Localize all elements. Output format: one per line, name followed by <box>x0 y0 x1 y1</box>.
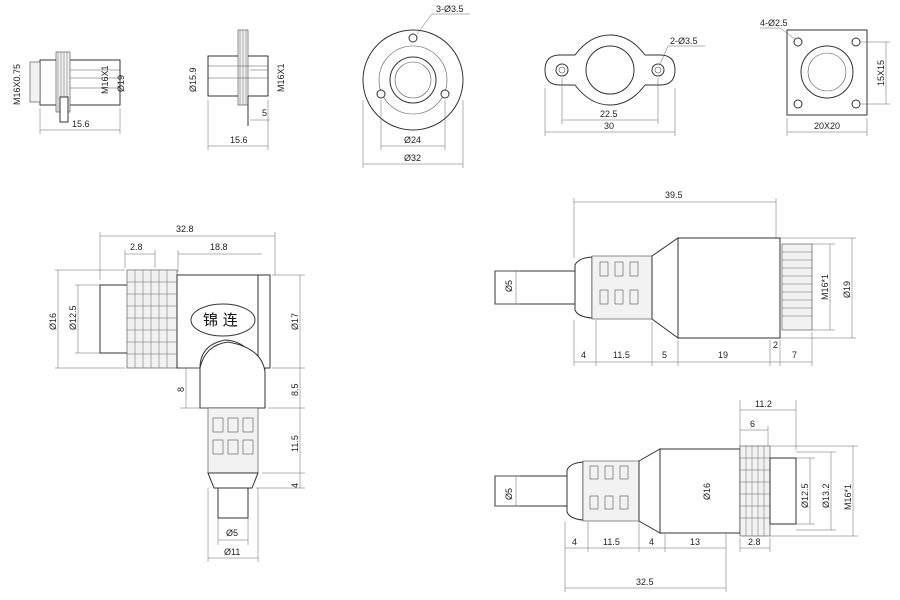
dim-12-5: Ø12.5 <box>800 483 810 508</box>
straight-plug-male-view: 39.5 Ø5 M16*1 Ø19 4 11.5 5 <box>494 190 856 366</box>
dim-seg-4: 13 <box>690 537 700 547</box>
dim-seg-1: 4 <box>572 537 577 547</box>
dim-8: 8 <box>176 387 186 392</box>
dim-total: 32.5 <box>636 577 654 587</box>
dim-length: 15.6 <box>230 135 248 145</box>
dim-body-dia: Ø17 <box>290 313 300 330</box>
dim-seg-5: 2.8 <box>748 537 761 547</box>
dim-4: 4 <box>290 483 300 488</box>
dim-thread: M16X1 <box>276 63 286 92</box>
dim-seg-5: 2 <box>773 340 778 350</box>
dim-body: 18.8 <box>210 242 228 252</box>
oval-flange-view: 2-Ø3.5 22.5 30 <box>544 34 705 136</box>
dim-nut-inner: 6 <box>750 419 755 429</box>
dim-thread: M16*1 <box>843 484 853 510</box>
panel-front-nut-view: 15.6 M16X0.75 M16X1 Ø19 <box>12 51 126 134</box>
dim-nut-length: 11.2 <box>755 399 772 409</box>
dim-seg-2: 11.5 <box>603 537 620 547</box>
round-flange-view: 3-Ø3.5 Ø24 Ø32 <box>362 4 470 168</box>
dim-size: 20X20 <box>814 121 840 131</box>
dim-pitch: 15X15 <box>876 60 886 86</box>
dim-thread-m16x1: M16X1 <box>100 65 110 94</box>
square-flange-view: 4-Ø2.5 15X15 20X20 <box>760 18 890 136</box>
brand-logo: 锦 连 <box>203 311 238 329</box>
dim-thread-m16x075: M16X0.75 <box>12 64 22 105</box>
dim-holes: 2-Ø3.5 <box>670 36 698 46</box>
dim-width: 30 <box>604 121 614 131</box>
dim-seg-6: 7 <box>792 350 797 360</box>
dim-pitch: 22.5 <box>600 109 618 119</box>
dim-cable-dia: Ø5 <box>504 280 514 292</box>
dim-11-5: 11.5 <box>290 435 300 452</box>
dim-cable-dia: Ø5 <box>226 528 238 538</box>
panel-rear-nut-view: 5 15.6 Ø15.9 M16X1 <box>188 29 286 150</box>
dim-pin: 5 <box>262 108 267 118</box>
dim-thread: M16*1 <box>820 274 830 300</box>
dim-8-5: 8.5 <box>290 383 300 396</box>
dim-13-2: Ø13.2 <box>821 483 831 508</box>
dim-seg-1: 4 <box>581 350 586 360</box>
straight-plug-female-view: 11.2 6 Ø5 Ø16 Ø12.5 Ø13.2 M16*1 <box>494 399 858 592</box>
dim-outer: Ø32 <box>404 153 421 163</box>
dim-holes: 3-Ø3.5 <box>436 4 464 14</box>
dim-holes: 4-Ø2.5 <box>760 18 788 28</box>
dim-inner-dia: Ø12.5 <box>68 305 78 330</box>
dim-pcd: Ø24 <box>404 135 421 145</box>
dim-diameter: Ø15.9 <box>188 67 198 92</box>
dim-outer-dia: Ø16 <box>48 313 58 330</box>
dim-diameter: Ø19 <box>116 75 126 92</box>
dim-body-dia: Ø16 <box>702 483 712 500</box>
dim-cable-dia: Ø5 <box>504 488 514 500</box>
dim-total: 32.8 <box>176 224 194 234</box>
dim-nut: 2.8 <box>130 242 143 252</box>
dim-diameter: Ø19 <box>842 281 852 298</box>
dim-length: 15.6 <box>72 119 90 129</box>
dim-seg-2: 11.5 <box>613 350 630 360</box>
dim-boot-dia: Ø11 <box>224 547 240 557</box>
dim-seg-3: 4 <box>649 537 654 547</box>
right-angle-plug-view: 32.8 2.8 18.8 锦 连 Ø16 Ø12 <box>48 224 305 562</box>
dim-total: 39.5 <box>665 190 683 200</box>
dim-seg-3: 5 <box>662 350 667 360</box>
dim-seg-4: 19 <box>718 350 728 360</box>
